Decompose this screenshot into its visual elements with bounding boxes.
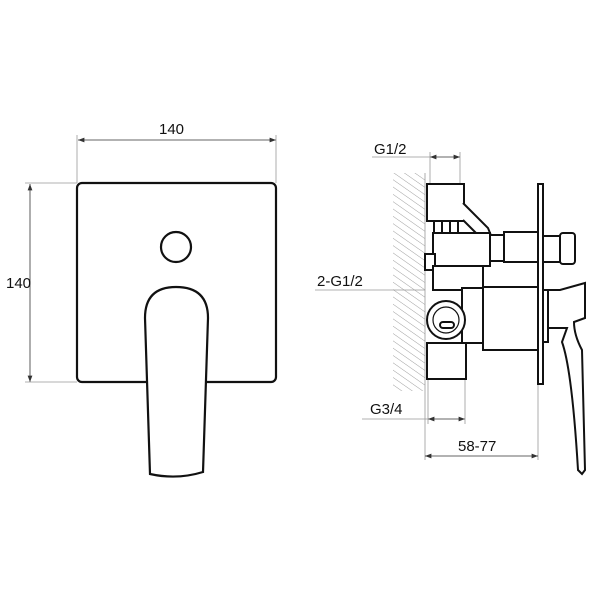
bottom-inlet [426, 342, 467, 380]
height-dimension [25, 182, 77, 383]
width-dimension [76, 135, 277, 183]
lever-handle [143, 285, 210, 478]
height-label: 140 [6, 275, 32, 292]
wall-hatch [393, 173, 425, 391]
width-label: 140 [159, 121, 185, 138]
side-lever [547, 281, 587, 476]
top-connection-label: G1/2 [374, 141, 407, 158]
bottom-connection-label: G3/4 [370, 401, 403, 418]
side-view [315, 152, 587, 476]
plate-profile [537, 183, 544, 385]
front-view [25, 135, 278, 478]
upper-body [432, 232, 491, 267]
dimension-lines [315, 152, 539, 460]
diverter-knob [559, 232, 576, 265]
side-connection-label: 2-G1/2 [317, 273, 363, 290]
diverter-button [159, 230, 193, 264]
depth-label: 58-77 [458, 438, 497, 455]
nut [489, 234, 505, 262]
top-outlet [426, 183, 465, 222]
valve-body [424, 183, 587, 476]
cartridge [482, 286, 539, 351]
